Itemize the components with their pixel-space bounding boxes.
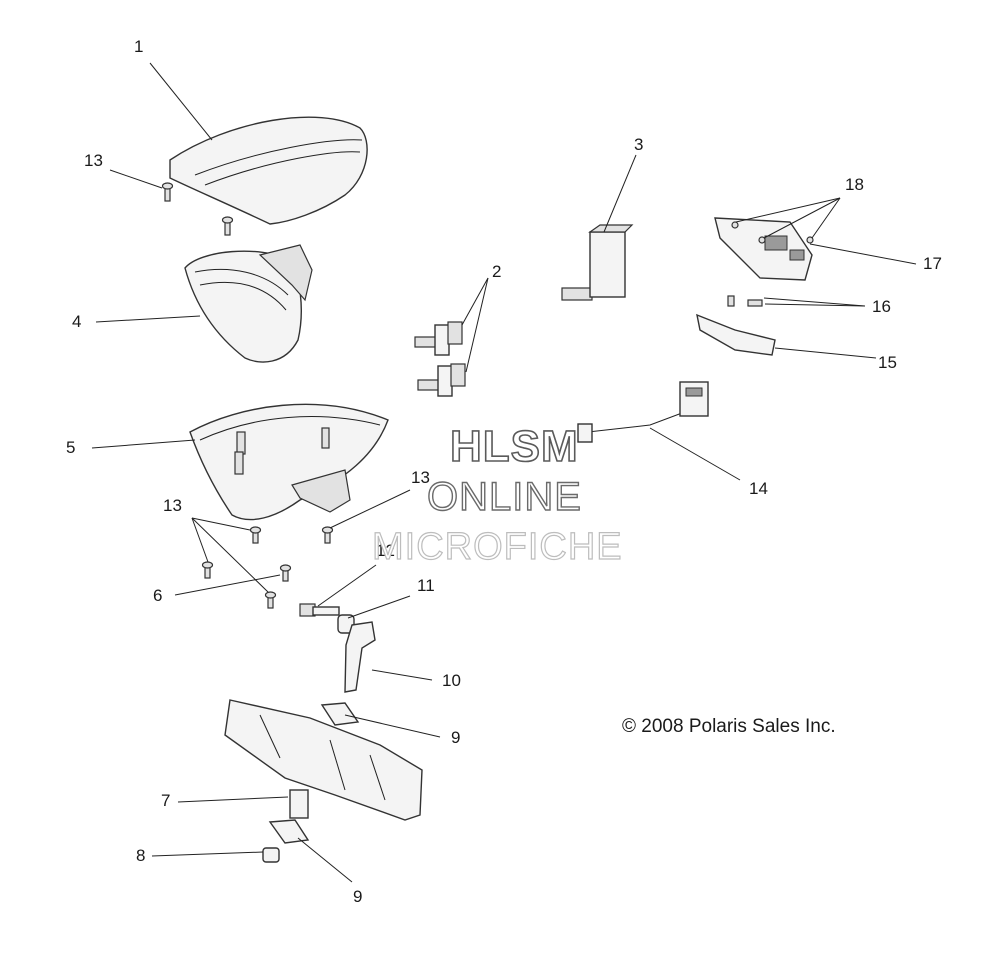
part-5-headlight-housing: [189, 403, 389, 521]
callout-1: 1: [134, 37, 143, 56]
callout-13-left: 13: [163, 496, 182, 515]
part-9-grommet-upper: [320, 702, 360, 726]
part-6-screw: [279, 564, 292, 582]
callout-8: 8: [136, 846, 145, 865]
callout-5: 5: [66, 438, 75, 457]
callout-6: 6: [153, 586, 162, 605]
callout-15: 15: [878, 353, 897, 372]
part-9-grommet-lower: [268, 819, 310, 844]
part-12-bolt: [299, 603, 340, 617]
part-13-screw-housing-left: [249, 526, 262, 544]
callout-13-right: 13: [411, 468, 430, 487]
part-18-screws: [731, 221, 814, 244]
leader-lines: [91, 62, 917, 883]
callout-13-top: 13: [84, 151, 103, 170]
callout-10: 10: [442, 671, 461, 690]
callout-7: 7: [161, 791, 170, 810]
part-13-screw-top-left: [161, 182, 174, 202]
callout-11: 11: [417, 576, 435, 595]
part-16-fasteners: [727, 295, 763, 307]
part-2-bulb-lower: [417, 363, 466, 397]
callout-16: 16: [872, 297, 891, 316]
callout-18: 18: [845, 175, 864, 194]
callout-9-upper: 9: [451, 728, 460, 747]
watermark-line-1: HLSM: [450, 422, 579, 471]
part-3-socket: [561, 224, 634, 301]
part-10-bracket: [344, 621, 376, 693]
part-13-screw-housing-right: [321, 526, 334, 544]
part-7-spacer-tube: [289, 789, 309, 819]
copyright-notice: © 2008 Polaris Sales Inc.: [622, 716, 836, 737]
part-13-screw-lower-left: [201, 561, 214, 579]
callout-17: 17: [923, 254, 942, 273]
part-14-wire-harness: [577, 381, 709, 443]
watermark-line-2: ONLINE: [427, 475, 582, 519]
handlebar-pod: [224, 699, 423, 821]
callout-14: 14: [749, 479, 768, 498]
watermark-line-3: MICROFICHE: [372, 526, 623, 568]
part-17-circuit-board: [714, 217, 813, 281]
part-13-screw-top-right: [221, 216, 234, 236]
part-1-headlight-cover: [169, 116, 368, 225]
callout-3: 3: [634, 135, 643, 154]
callout-9-lower: 9: [353, 887, 362, 906]
part-13-screw-bottom: [264, 591, 277, 609]
part-15-mount-plate: [696, 313, 776, 356]
part-4-headlight-lens: [184, 244, 313, 363]
part-2-bulb-upper: [414, 321, 463, 356]
callout-4: 4: [72, 312, 81, 331]
part-8-nut: [262, 847, 280, 863]
callout-2: 2: [492, 262, 501, 281]
callout-12: 12: [376, 541, 395, 560]
